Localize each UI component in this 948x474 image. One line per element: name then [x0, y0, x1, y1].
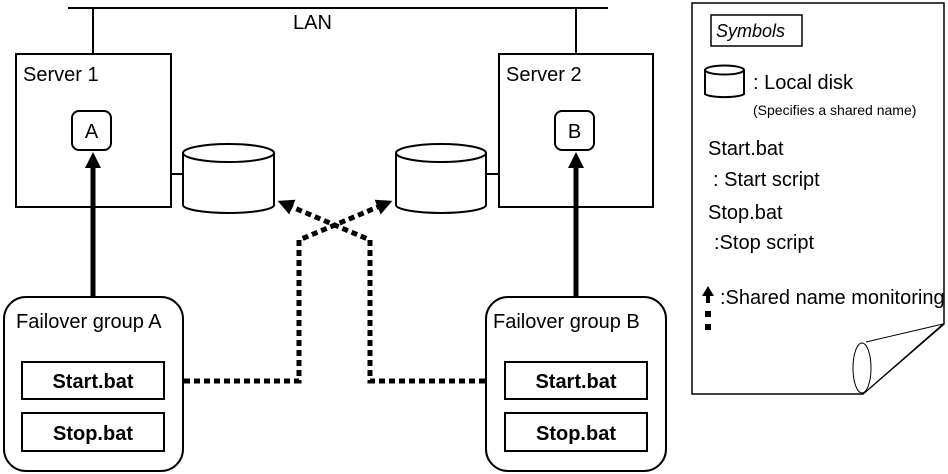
- failover-group-b: Failover group B Start.bat Stop.bat: [485, 296, 667, 472]
- group-b-start-script: [504, 361, 648, 400]
- failover-group-b-label: Failover group B: [493, 311, 640, 333]
- resource-badge-b: [554, 110, 595, 151]
- legend-local-disk: : Local disk: [753, 72, 854, 94]
- legend-start-name: Start.bat: [708, 138, 784, 160]
- disk-2-body-icon: [395, 153, 487, 214]
- local-disk-1: [171, 143, 275, 214]
- local-disk-2: [395, 143, 499, 214]
- legend-stop-name: Stop.bat: [708, 202, 783, 224]
- legend-monitoring: :Shared name monitoring: [720, 287, 945, 309]
- group-a-start-script: [21, 361, 165, 400]
- server-1-label: Server 1: [23, 64, 99, 86]
- lan-label: LAN: [293, 12, 332, 34]
- resource-badge-a: [71, 110, 112, 151]
- legend-local-disk-note: (Specifies a shared name): [753, 102, 916, 118]
- disk-2-top-icon: [395, 143, 487, 163]
- disk-symbol-icon: [704, 64, 745, 99]
- shared-monitor-path-a: [164, 199, 393, 384]
- legend-stop-desc: :Stop script: [714, 232, 814, 254]
- group-b-stop-script: [504, 412, 648, 452]
- server-1: Server 1 A: [15, 53, 172, 208]
- failover-group-a-label: Failover group A: [16, 311, 162, 333]
- legend-title-box: [710, 14, 803, 47]
- group-b-start-label: Start.bat: [535, 371, 616, 393]
- group-a-start-label: Start.bat: [52, 371, 133, 393]
- group-b-stop-label: Stop.bat: [536, 423, 616, 445]
- legend-panel: Symbols : Local disk (Specifies a shared…: [691, 2, 945, 395]
- lan-network: LAN: [68, 7, 608, 54]
- group-a-stop-script: [21, 412, 165, 452]
- disk-1-top-icon: [182, 143, 275, 163]
- failover-group-a: Failover group A Start.bat Stop.bat: [3, 296, 184, 472]
- legend-start-desc: : Start script: [713, 169, 820, 191]
- monitoring-arrow-icon: [702, 286, 714, 330]
- server-2-label: Server 2: [506, 64, 582, 86]
- shared-monitor-path-b: [277, 199, 505, 384]
- group-a-stop-label: Stop.bat: [53, 423, 133, 445]
- resource-badge-b-label: B: [568, 121, 581, 143]
- legend-title: Symbols: [716, 21, 785, 41]
- page-curl-icon: [852, 323, 944, 395]
- disk-1-body-icon: [182, 153, 275, 214]
- resource-badge-a-label: A: [85, 121, 99, 143]
